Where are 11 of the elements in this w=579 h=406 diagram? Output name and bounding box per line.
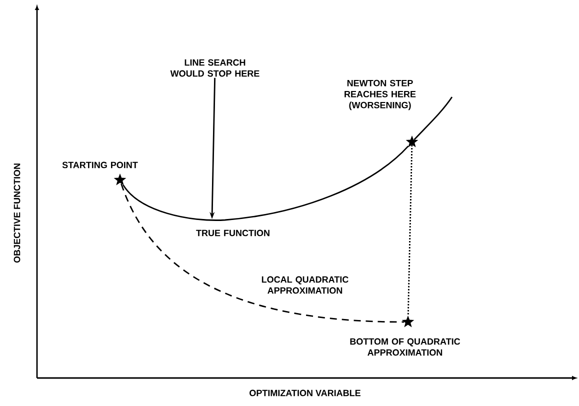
curve-label: TRUE FUNCTION bbox=[196, 230, 270, 236]
curve-label: LOCAL QUADRATIC APPROXIMATION bbox=[262, 276, 348, 294]
point-label: BOTTOM OF QUADRATIC APPROXIMATION bbox=[350, 338, 460, 356]
callout-text: LINE SEARCH WOULD STOP HERE bbox=[170, 59, 260, 77]
curve bbox=[122, 146, 409, 221]
point-label: STARTING POINT bbox=[62, 162, 138, 168]
axis-label: OBJECTIVE FUNCTION bbox=[14, 164, 20, 263]
point-label: NEWTON STEP REACHES HERE (WORSENING) bbox=[344, 80, 416, 110]
axis-label: OPTIMIZATION VARIABLE bbox=[250, 390, 360, 396]
dashed-curve bbox=[120, 184, 404, 323]
dotted-line bbox=[407, 144, 413, 316]
